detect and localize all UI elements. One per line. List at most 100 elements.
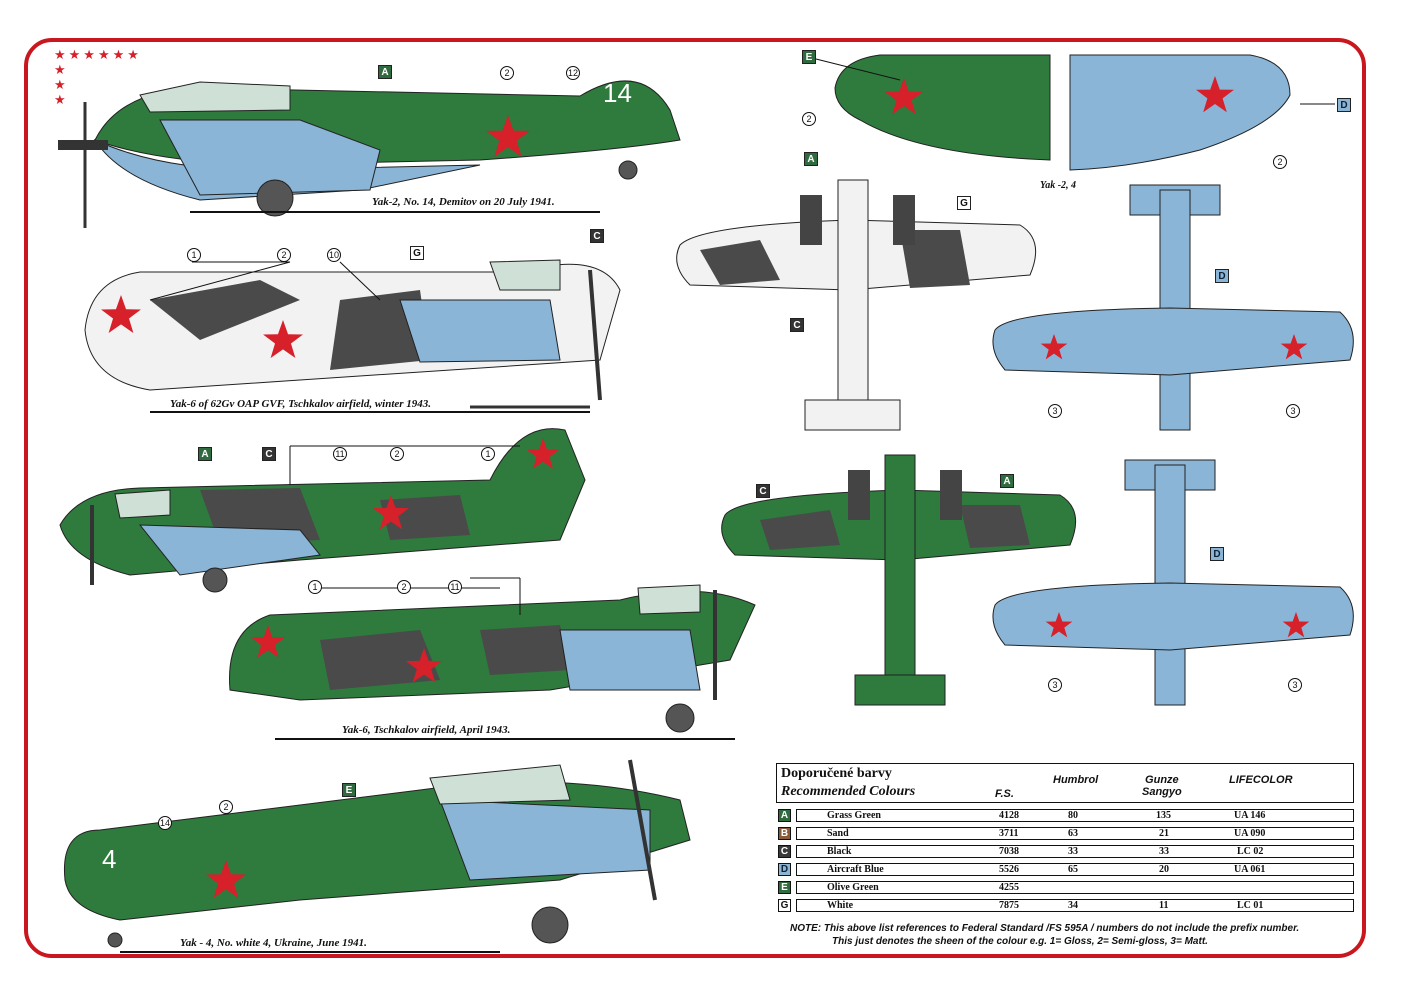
callout-d-plan-1: D (1215, 269, 1229, 283)
callout-c-yak6-2: C (262, 447, 276, 461)
callout-g-yak6: G (410, 246, 424, 260)
callout-11-yak6: 11 (333, 447, 347, 461)
colour-lifecolor: LC 02 (1237, 846, 1264, 857)
callout-a-plan-2: A (1000, 474, 1014, 488)
header-fs: F.S. (995, 788, 1014, 800)
header-humbrol: Humbrol (1053, 774, 1099, 786)
yak2-tail-number: 14 (603, 78, 632, 108)
colour-fs: 4255 (999, 882, 1019, 893)
callout-a-plan: A (804, 152, 818, 166)
colour-name: Sand (827, 828, 849, 839)
callout-2-wing-2: 2 (1273, 155, 1287, 169)
callout-e-wing: E (802, 50, 816, 64)
table-row: A Grass Green 4128 80 135 UA 146 (776, 809, 1354, 823)
callout-2-yak6-3: 2 (397, 580, 411, 594)
recommended-colours-table: Doporučené barvy Recommended Colours F.S… (776, 763, 1354, 913)
note-line-2: This just denotes the sheen of the colou… (832, 936, 1208, 947)
colour-gunze: 21 (1159, 828, 1169, 839)
colour-note: NOTE: This above list references to Fede… (790, 922, 1299, 948)
caption-rule-yak6-winter (150, 411, 590, 413)
caption-yak6-winter: Yak-6 of 62Gv OAP GVF, Tschkalov airfiel… (170, 398, 432, 410)
header-gunze: Gunze Sangyo (1142, 774, 1182, 798)
colour-fs: 7038 (999, 846, 1019, 857)
callout-a-yak2: A (378, 65, 392, 79)
sheet-border (24, 38, 1366, 958)
swatch-b: B (778, 827, 791, 840)
yak4-tail-number: 4 (102, 844, 116, 874)
callout-c-plan-2: C (756, 484, 770, 498)
colour-fs: 4128 (999, 810, 1019, 821)
caption-yak4: Yak - 4, No. white 4, Ukraine, June 1941… (180, 937, 367, 949)
yak6-camo-plan-top (721, 454, 1077, 706)
swatch-d: D (778, 863, 791, 876)
yak2-side-profile (58, 80, 681, 228)
colour-gunze: 135 (1156, 810, 1171, 821)
table-header: Doporučené barvy Recommended Colours F.S… (776, 763, 1354, 803)
colour-name: Aircraft Blue (827, 864, 884, 875)
colour-gunze: 33 (1159, 846, 1169, 857)
colour-fs: 3711 (999, 828, 1019, 839)
caption-wing-detail: Yak -2, 4 (1040, 180, 1077, 191)
callout-2-yak6: 2 (277, 248, 291, 262)
colour-humbrol: 33 (1068, 846, 1078, 857)
callout-g-plan: G (957, 196, 971, 210)
colour-name: White (827, 900, 854, 911)
swatch-c: C (778, 845, 791, 858)
underside-plan-2 (992, 459, 1354, 706)
callout-3-plan-1b: 3 (1286, 404, 1300, 418)
swatch-a: A (778, 809, 791, 822)
colour-name: Black (827, 846, 852, 857)
callout-1-yak6: 1 (187, 248, 201, 262)
callout-10-yak6: 10 (327, 248, 341, 262)
callout-14-yak4: 14 (158, 816, 172, 830)
callout-3-plan-2b: 3 (1288, 678, 1302, 692)
swatch-e: E (778, 881, 791, 894)
callout-e-yak4: E (342, 783, 356, 797)
colour-name: Grass Green (827, 810, 881, 821)
colour-humbrol: 63 (1068, 828, 1078, 839)
table-title-english: Recommended Colours (781, 784, 916, 799)
colour-lifecolor: UA 061 (1234, 864, 1266, 875)
colour-lifecolor: UA 090 (1234, 828, 1266, 839)
yak6-winter-profile (84, 259, 621, 409)
header-lifecolor: LIFECOLOR (1229, 774, 1293, 786)
callout-a-yak6: A (198, 447, 212, 461)
kill-stars: ★★★★★★ ★ ★ ★ (54, 48, 142, 108)
callout-11-yak6-3: 11 (448, 580, 462, 594)
kill-stars-top: ★★★★★★ (54, 48, 142, 63)
note-line-1: NOTE: This above list references to Fede… (790, 923, 1300, 934)
colour-fs: 5526 (999, 864, 1019, 875)
callout-2-yak6-2: 2 (390, 447, 404, 461)
wing-detail-blue (1069, 54, 1291, 171)
colour-humbrol: 80 (1068, 810, 1078, 821)
wing-detail-green (834, 54, 1051, 161)
colour-lifecolor: LC 01 (1237, 900, 1264, 911)
callout-1-yak6-3: 1 (308, 580, 322, 594)
colour-name: Olive Green (827, 882, 879, 893)
colour-lifecolor: UA 146 (1234, 810, 1266, 821)
colour-humbrol: 34 (1068, 900, 1078, 911)
callout-12-yak2: 12 (566, 66, 580, 80)
table-row: E Olive Green 4255 (776, 881, 1354, 895)
caption-rule-yak2 (190, 211, 600, 213)
table-row: C Black 7038 33 33 LC 02 (776, 845, 1354, 859)
table-row: D Aircraft Blue 5526 65 20 UA 061 (776, 863, 1354, 877)
colour-gunze: 11 (1159, 900, 1169, 911)
callout-2-yak4: 2 (219, 800, 233, 814)
callout-2-wing: 2 (802, 112, 816, 126)
table-row: B Sand 3711 63 21 UA 090 (776, 827, 1354, 841)
callout-1-yak6-2: 1 (481, 447, 495, 461)
table-row: G White 7875 34 11 LC 01 (776, 899, 1354, 913)
callout-3-plan-2a: 3 (1048, 678, 1062, 692)
callout-d-wing: D (1337, 98, 1351, 112)
callout-2-yak2: 2 (500, 66, 514, 80)
caption-yak2: Yak-2, No. 14, Demitov on 20 July 1941. (372, 196, 555, 208)
yak4-side-profile (63, 759, 691, 948)
callout-d-plan-2: D (1210, 547, 1224, 561)
swatch-g: G (778, 899, 791, 912)
caption-yak6-april: Yak-6, Tschkalov airfield, April 1943. (342, 724, 511, 736)
colour-humbrol: 65 (1068, 864, 1078, 875)
caption-rule-yak6-april (275, 738, 735, 740)
yak6-winter-plan-top (676, 179, 1037, 431)
